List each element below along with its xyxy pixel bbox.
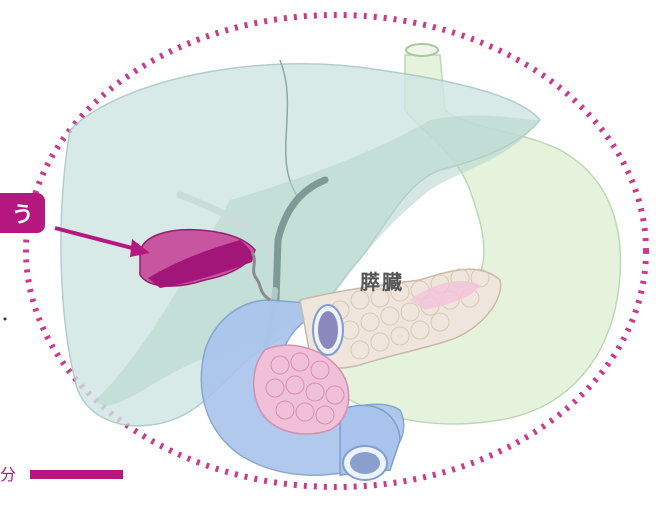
portal-vessel-inner <box>318 311 338 349</box>
pancreas-label: 膵臓 <box>360 266 404 295</box>
duodenum-opening-inner <box>350 452 380 474</box>
esophagus-opening <box>406 44 438 56</box>
bottom-label-fragment: 分 <box>0 461 16 485</box>
bottom-accent-bar <box>30 470 123 479</box>
answer-label-tag: う <box>0 193 45 233</box>
left-marker-dot <box>4 318 7 321</box>
